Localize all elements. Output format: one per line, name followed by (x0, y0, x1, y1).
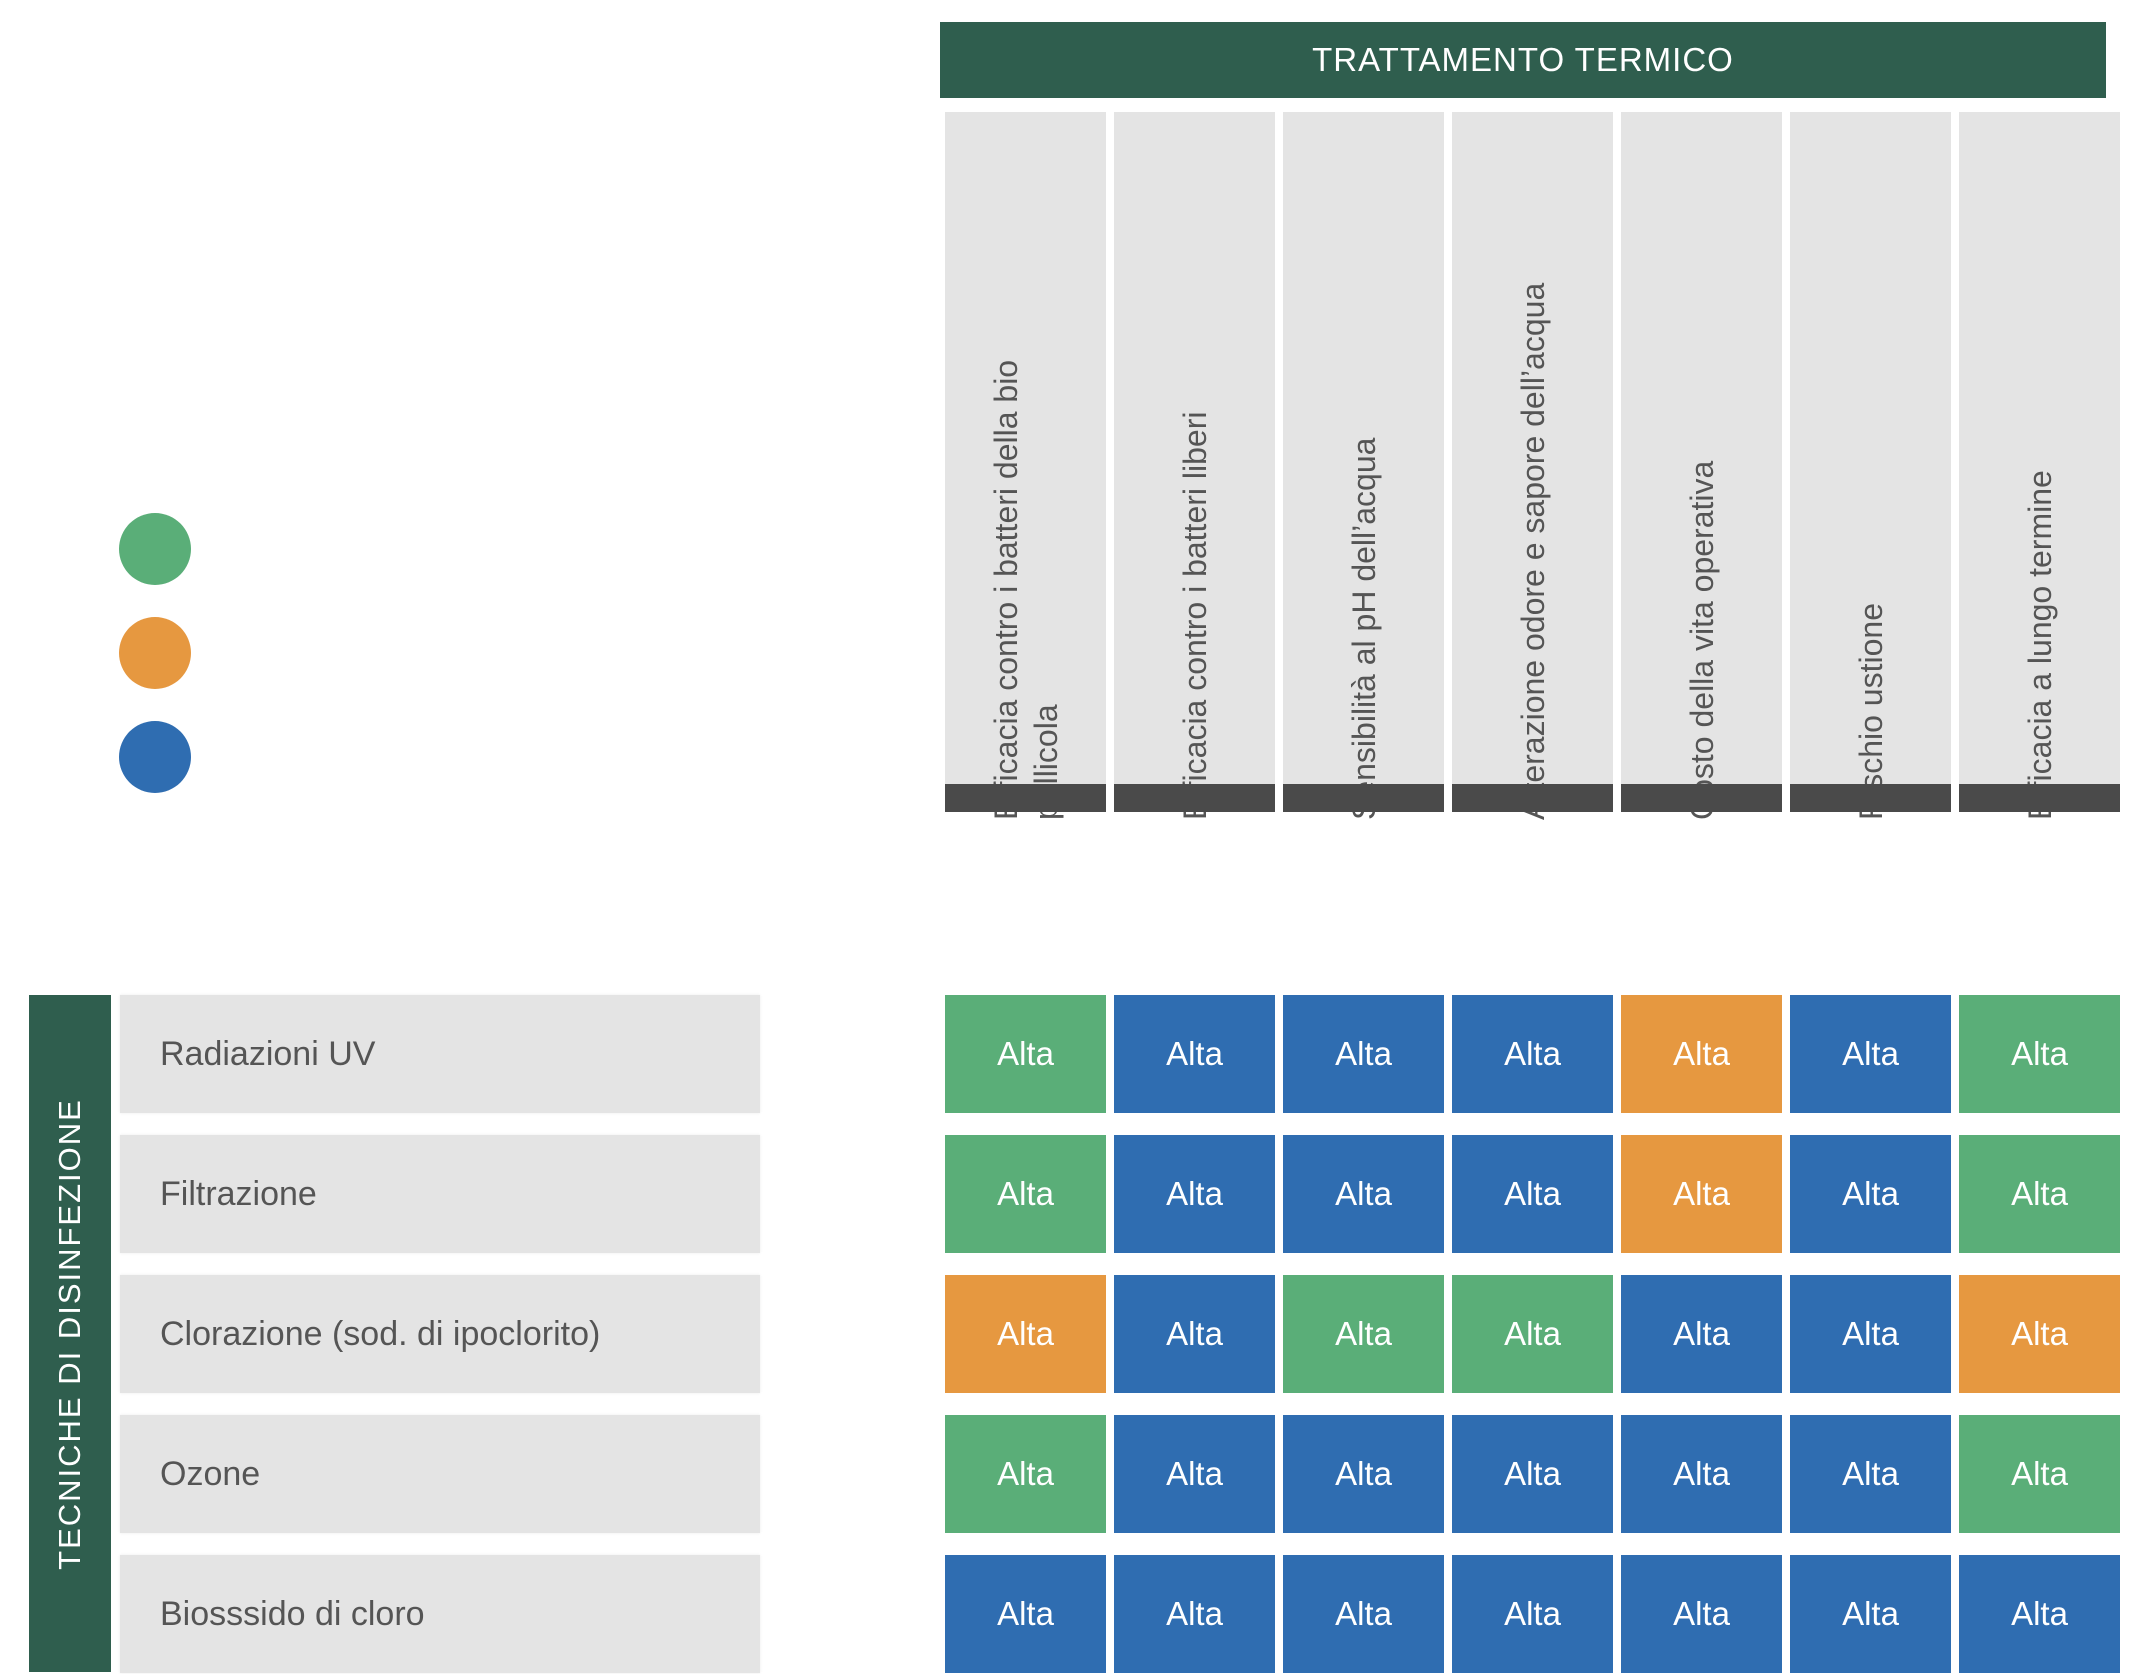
column-header-bar (1283, 784, 1444, 812)
column-header-bar (1114, 784, 1275, 812)
column-header-bar (945, 784, 1106, 812)
rating-cell: Alta (1959, 1135, 2120, 1253)
rating-cell: Alta (1452, 1415, 1613, 1533)
side-header-label: TECNICHE DI DISINFEZIONE (52, 1097, 87, 1570)
rating-cell: Alta (1959, 995, 2120, 1113)
rating-cell: Alta (1959, 1275, 2120, 1393)
row-label: Radiazioni UV (120, 995, 760, 1113)
side-header-tecniche: TECNICHE DI DISINFEZIONE (29, 995, 111, 1672)
rating-cell: Alta (1283, 995, 1444, 1113)
column-header-bar (1452, 784, 1613, 812)
column-header: Efficacia a lungo termine (1959, 112, 2120, 820)
rating-cell: Alta (1452, 1275, 1613, 1393)
row-label: Clorazione (sod. di ipoclorito) (120, 1275, 760, 1393)
column-header-bar (1959, 784, 2120, 812)
column-header: Alterazione odore e sapore dell’acqua (1452, 112, 1613, 820)
header-trattamento-termico: TRATTAMENTO TERMICO (940, 22, 2106, 98)
row-label: Biosssido di cloro (120, 1555, 760, 1673)
column-header-label: Efficacia contro i batteri liberi (1176, 411, 1213, 820)
rating-cell: Alta (945, 1135, 1106, 1253)
column-header-label: Rischio ustione (1852, 603, 1889, 820)
row-label: Ozone (120, 1415, 760, 1533)
rating-cell: Alta (1621, 1415, 1782, 1533)
column-header-label: Efficacia contro i batteri della bio pel… (987, 359, 1064, 820)
rating-cell: Alta (1790, 1555, 1951, 1673)
column-header-label: Sensibilità al pH dell’acqua (1345, 437, 1382, 820)
column-header-bar (1790, 784, 1951, 812)
rating-cell: Alta (945, 995, 1106, 1113)
rating-cell: Alta (1790, 1415, 1951, 1533)
rating-cell: Alta (1283, 1275, 1444, 1393)
rating-cell: Alta (1114, 1555, 1275, 1673)
rating-cell: Alta (1790, 995, 1951, 1113)
rating-cell: Alta (1452, 995, 1613, 1113)
column-header: Costo della vita operativa (1621, 112, 1782, 820)
rating-cell: Alta (945, 1555, 1106, 1673)
rating-cell: Alta (1283, 1135, 1444, 1253)
rating-cell: Alta (1283, 1555, 1444, 1673)
row-label: Filtrazione (120, 1135, 760, 1253)
column-header: Rischio ustione (1790, 112, 1951, 820)
column-header-label: Costo della vita operativa (1683, 460, 1720, 820)
rating-cell: Alta (1621, 1135, 1782, 1253)
column-header: Sensibilità al pH dell’acqua (1283, 112, 1444, 820)
rating-cell: Alta (945, 1415, 1106, 1533)
column-header: Efficacia contro i batteri della bio pel… (945, 112, 1106, 820)
rating-cell: Alta (1621, 1555, 1782, 1673)
column-header-label: Alterazione odore e sapore dell’acqua (1514, 282, 1551, 820)
column-header-label: Efficacia a lungo termine (2021, 470, 2058, 820)
rating-cell: Alta (1452, 1555, 1613, 1673)
rating-cell: Alta (1621, 1275, 1782, 1393)
legend-dot-blue (119, 721, 191, 793)
rating-cell: Alta (1114, 995, 1275, 1113)
rating-cell: Alta (1114, 1415, 1275, 1533)
legend-dot-orange (119, 617, 191, 689)
column-header: Efficacia contro i batteri liberi (1114, 112, 1275, 820)
rating-cell: Alta (1959, 1555, 2120, 1673)
legend-dot-green (119, 513, 191, 585)
rating-cell: Alta (1790, 1135, 1951, 1253)
rating-cell: Alta (1114, 1135, 1275, 1253)
rating-cell: Alta (1283, 1415, 1444, 1533)
rating-cell: Alta (1790, 1275, 1951, 1393)
rating-cell: Alta (1114, 1275, 1275, 1393)
column-header-bar (1621, 784, 1782, 812)
rating-cell: Alta (1959, 1415, 2120, 1533)
rating-cell: Alta (945, 1275, 1106, 1393)
rating-cell: Alta (1621, 995, 1782, 1113)
rating-cell: Alta (1452, 1135, 1613, 1253)
